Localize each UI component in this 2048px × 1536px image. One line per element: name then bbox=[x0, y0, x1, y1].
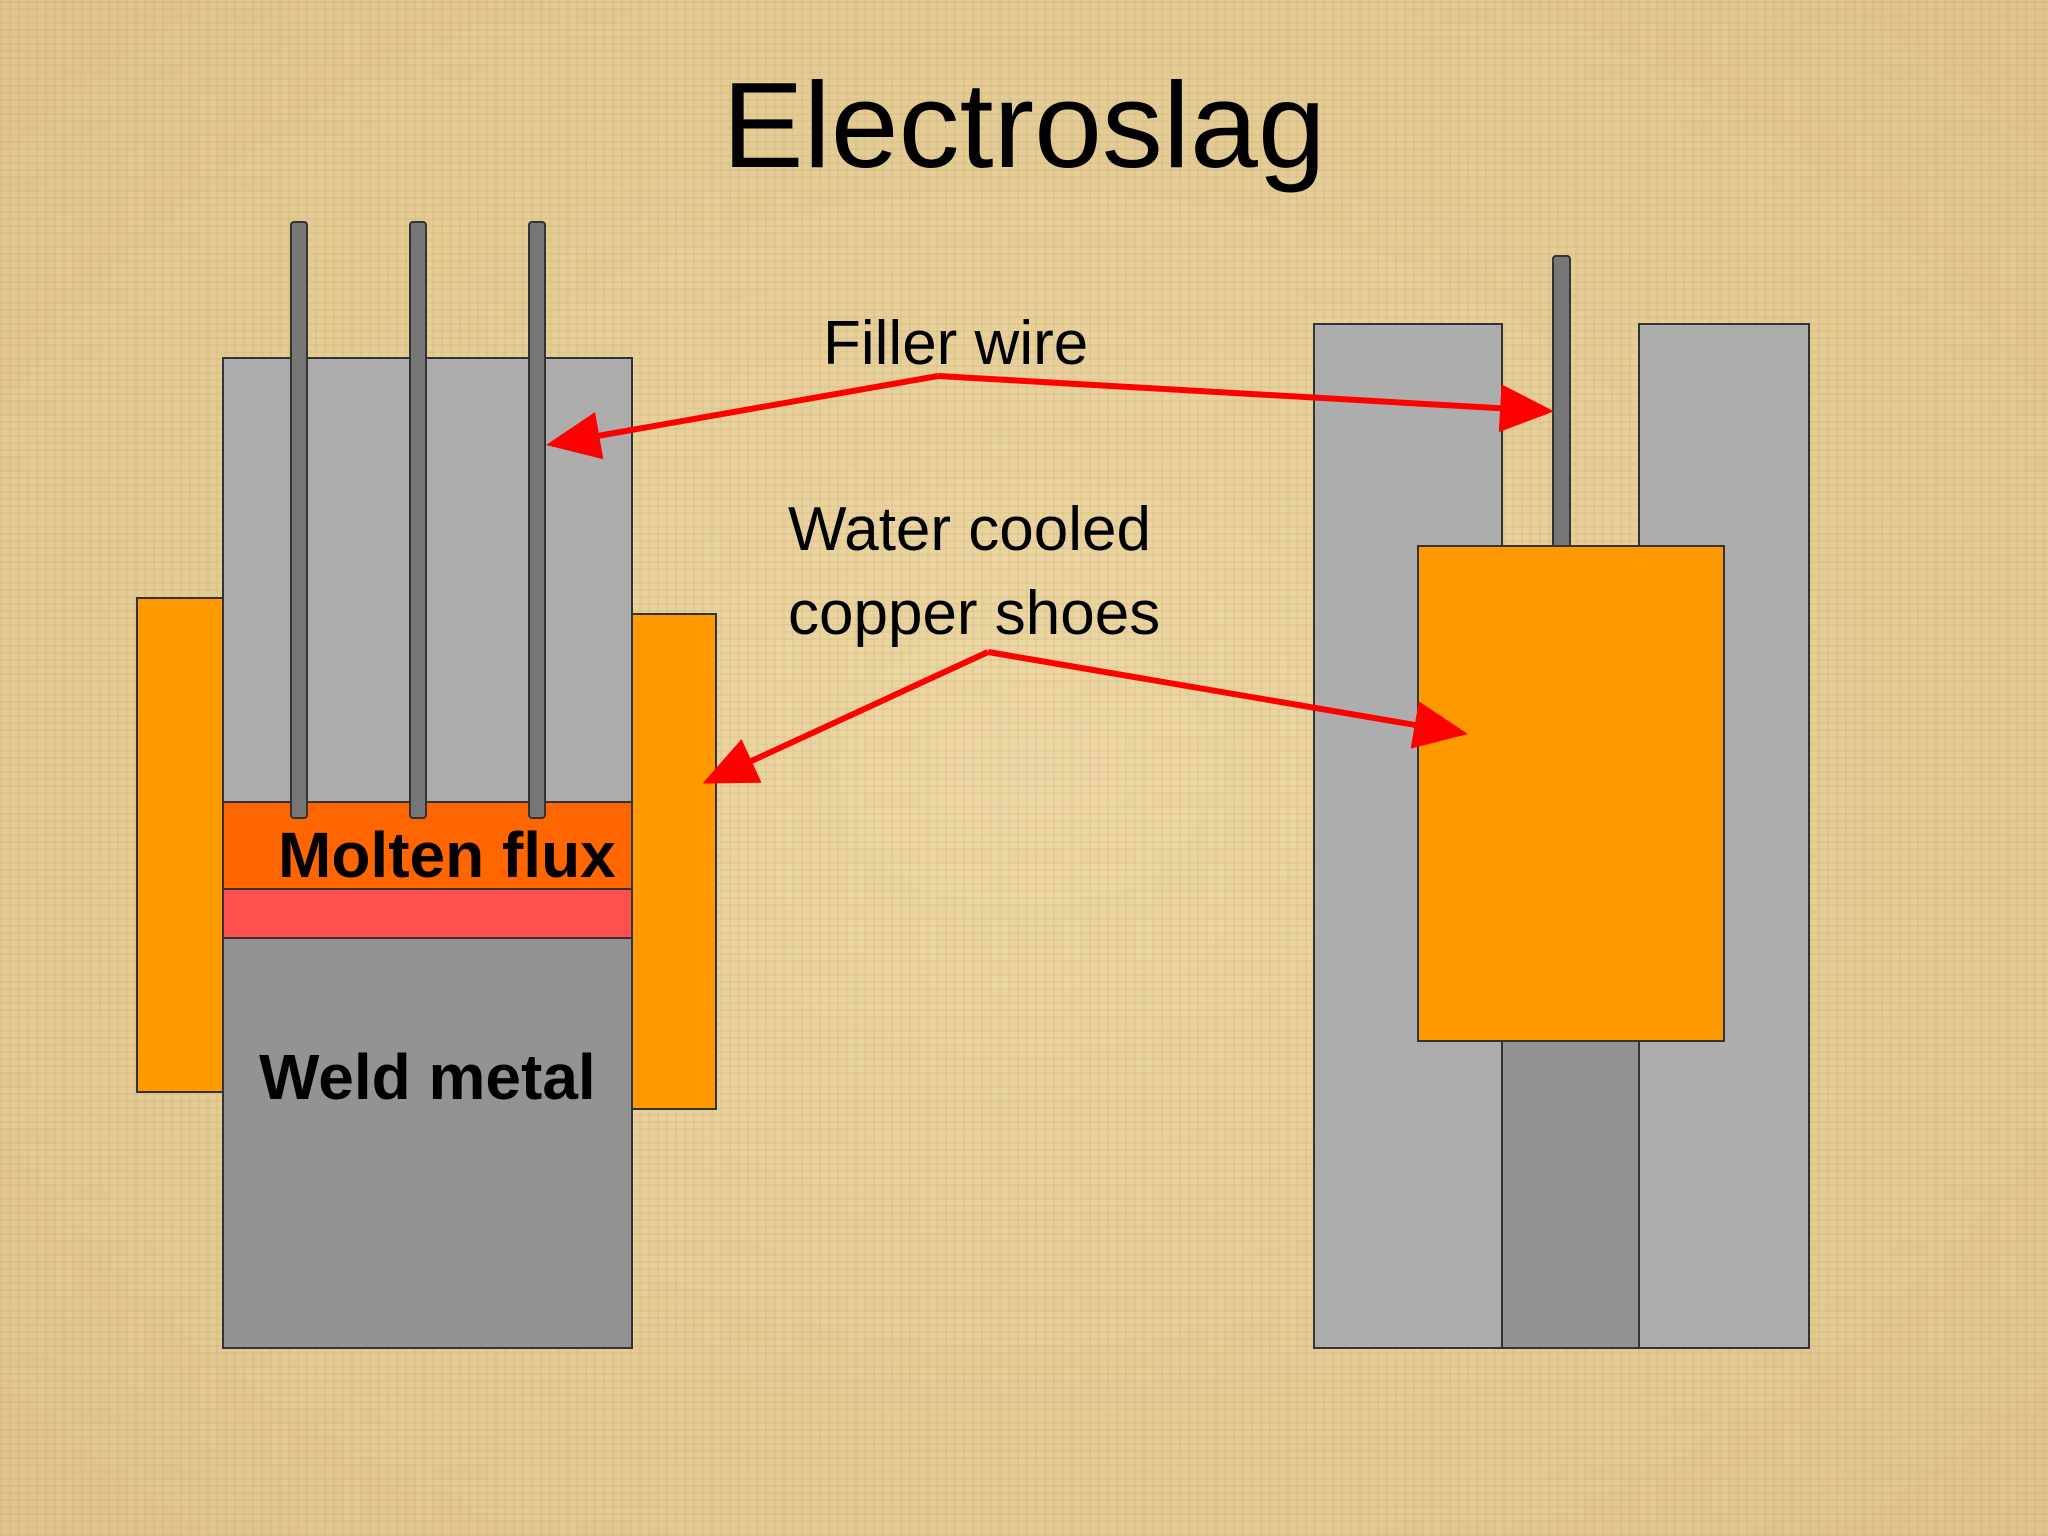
filler-wire-arrow-right bbox=[937, 373, 1554, 433]
side-filler-wire bbox=[1552, 255, 1571, 549]
left-copper-shoe bbox=[136, 597, 224, 1093]
right-copper-shoe bbox=[629, 613, 717, 1110]
annotation-arrows bbox=[546, 373, 1554, 784]
molten-pool-layer bbox=[222, 888, 633, 939]
side-view bbox=[1313, 255, 1810, 1349]
weld-seam bbox=[1501, 1039, 1640, 1349]
filler-wire-arrow-left bbox=[546, 373, 939, 460]
filler-wire-3 bbox=[528, 221, 546, 819]
water-cooled-label-line2: copper shoes bbox=[788, 579, 1161, 648]
weld-metal-label: Weld metal bbox=[259, 1041, 596, 1113]
filler-wire-1 bbox=[290, 221, 308, 819]
copper-shoe-arrow-left bbox=[702, 649, 990, 784]
weld-metal-region bbox=[222, 937, 633, 1349]
copper-shoe-arrow-right bbox=[987, 649, 1468, 749]
joint-gap bbox=[222, 357, 633, 804]
molten-flux-label: Molten flux bbox=[278, 819, 616, 891]
slide-title: Electroslag bbox=[722, 57, 1326, 193]
filler-wire-label: Filler wire bbox=[823, 309, 1089, 378]
filler-wire-2 bbox=[409, 221, 427, 819]
water-cooled-label-line1: Water cooled bbox=[788, 495, 1151, 564]
side-copper-shoe bbox=[1417, 545, 1725, 1042]
front-view bbox=[136, 221, 717, 1349]
